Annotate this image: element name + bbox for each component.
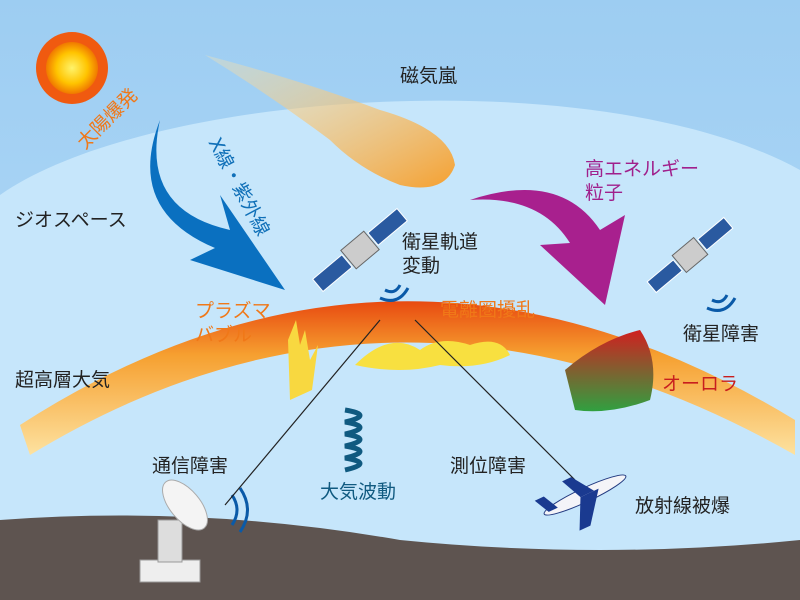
label-radiation-exposure: 放射線被爆 xyxy=(635,495,730,517)
label-high-energy-particles: 高エネルギー xyxy=(585,158,699,180)
antenna-icon xyxy=(139,479,208,583)
signal-wave-icon xyxy=(230,284,737,533)
label-aurora: オーロラ xyxy=(662,373,738,395)
satellite-icon xyxy=(646,216,734,294)
xray-arrow-icon xyxy=(150,120,285,290)
particle-arrow-icon xyxy=(470,190,625,305)
label-atmospheric-wave: 大気波動 xyxy=(320,481,396,503)
label-satellite-failure: 衛星障害 xyxy=(683,323,759,345)
atmosphere-band xyxy=(20,301,795,455)
label-geospace: ジオスペース xyxy=(15,209,127,231)
label-high-energy-particles: 粒子 xyxy=(585,182,623,204)
airplane-icon xyxy=(534,474,627,531)
signal-line xyxy=(224,319,381,506)
label-upper-atmosphere: 超高層大気 xyxy=(15,369,110,391)
label-plasma-bubble: プラズマ xyxy=(195,300,271,322)
label-communication-failure: 通信障害 xyxy=(152,455,228,477)
label-positioning-failure: 測位障害 xyxy=(450,455,526,477)
label-satellite-orbit: 変動 xyxy=(402,255,440,277)
signal-line xyxy=(414,319,576,481)
aurora-icon xyxy=(565,330,654,412)
ionosphere-disturbance-icon xyxy=(355,341,510,370)
plasma-bubble-icon xyxy=(288,320,318,400)
atmospheric-wave-icon xyxy=(344,407,363,473)
satellite-icon xyxy=(312,207,408,293)
label-satellite-orbit: 衛星軌道 xyxy=(402,231,478,253)
cme-flame-icon xyxy=(205,55,455,188)
label-magnetic-storm: 磁気嵐 xyxy=(400,65,457,87)
label-plasma-bubble: バブル xyxy=(195,323,252,346)
sun-icon xyxy=(36,32,108,104)
label-ionosphere-disturbance: 電離圏擾乱 xyxy=(440,299,535,321)
